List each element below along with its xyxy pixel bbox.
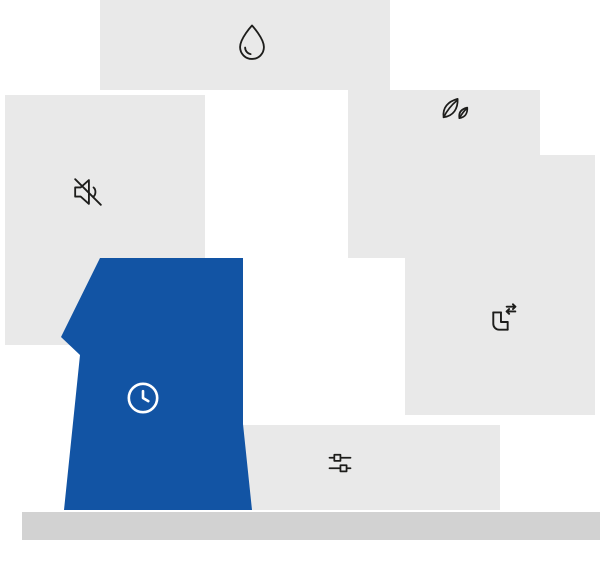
tile-options[interactable] [210, 425, 500, 510]
pipe-exchange-icon [477, 299, 523, 345]
speaker-mute-icon [66, 170, 110, 214]
tile-water-connection[interactable] [405, 155, 595, 415]
bottom-bar [22, 512, 600, 540]
sliders-icon [319, 442, 361, 484]
tile-time-highlighted[interactable] [61, 258, 252, 510]
clock-icon [122, 377, 164, 419]
tile-water[interactable] [100, 0, 390, 90]
water-drop-icon [230, 20, 274, 64]
leaves-icon [434, 91, 476, 133]
